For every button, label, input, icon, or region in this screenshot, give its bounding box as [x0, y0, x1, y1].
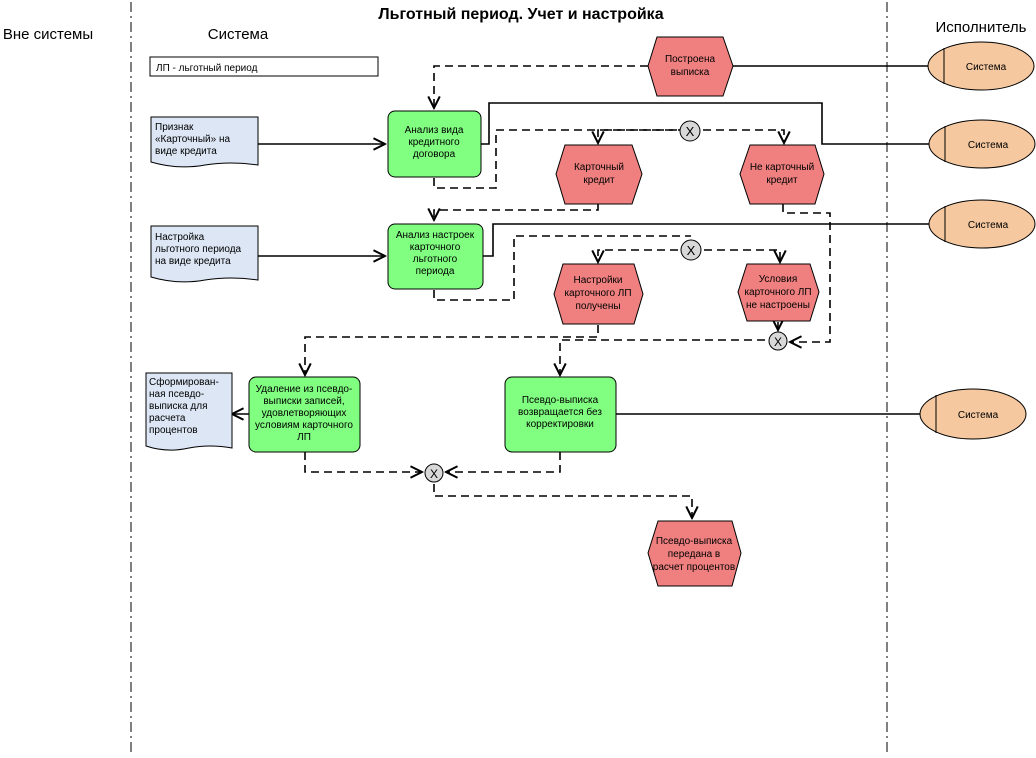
function-return-unchanged-line3: корректировки: [526, 419, 594, 430]
function-delete-records-line3: удовлетворяющих: [262, 408, 347, 419]
performer-4-label: Система: [958, 410, 999, 421]
xor-operator-3: X: [768, 331, 788, 351]
performer-4: Система: [919, 388, 1027, 440]
performer-1: Система: [927, 41, 1035, 91]
document-pseudo-formed-line2: ная псевдо-: [149, 389, 204, 400]
xor-operator-1-label: X: [686, 124, 695, 139]
event-statement-built-line2: выписка: [671, 67, 710, 78]
document-card-flag-line3: виде кредита: [155, 146, 217, 157]
event-passed-to-interest: Псевдо-выписка передана в расчет процент…: [647, 520, 742, 587]
function-delete-records: Удаление из псевдо- выписки записей, удо…: [248, 376, 361, 453]
function-return-unchanged-line1: Псевдо-выписка: [522, 395, 599, 406]
function-analyze-type: Анализ вида кредитного договора: [387, 110, 482, 178]
document-card-flag-line2: «Карточный» на: [155, 134, 230, 145]
document-pseudo-formed-line4: расчета: [149, 413, 186, 424]
lane-title-performer: Исполнитель: [936, 19, 1027, 36]
event-not-card-credit-line2: кредит: [766, 175, 798, 186]
function-delete-records-line2: выписки записей,: [263, 396, 344, 407]
function-analyze-settings: Анализ настроек карточного льготного пер…: [387, 223, 484, 290]
performer-2-label: Система: [968, 140, 1009, 151]
event-passed-to-interest-line1: Псевдо-выписка: [656, 536, 733, 547]
event-statement-built: Построена выписка: [647, 36, 734, 97]
document-pseudo-formed-line3: выписка для: [149, 401, 208, 412]
xor-operator-4: X: [424, 463, 444, 483]
function-analyze-type-line1: Анализ вида: [405, 125, 464, 136]
event-not-configured-line2: карточного ЛП: [744, 287, 811, 298]
event-not-configured: Условия карточного ЛП не настроены: [737, 263, 820, 322]
document-pseudo-formed-line1: Сформирован-: [149, 376, 219, 388]
event-card-credit-line2: кредит: [583, 175, 615, 186]
document-grace-setting-line3: на виде кредита: [155, 256, 231, 267]
function-delete-records-line4: условиям карточного: [255, 420, 353, 431]
function-delete-records-line1: Удаление из псевдо-: [256, 384, 353, 395]
function-analyze-settings-line3: льготного: [413, 254, 458, 265]
function-analyze-settings-line1: Анализ настроек: [396, 230, 475, 241]
xor-operator-2: X: [680, 239, 702, 261]
event-not-card-credit: Не карточный кредит: [739, 144, 825, 205]
function-return-unchanged-line2: возвращается без: [518, 406, 602, 418]
xor-operator-3-label: X: [774, 335, 782, 349]
event-settings-received-line3: получены: [575, 301, 620, 312]
event-not-configured-line1: Условия: [759, 274, 798, 285]
performer-1-label: Система: [966, 62, 1007, 73]
function-return-unchanged: Псевдо-выписка возвращается без корректи…: [504, 376, 617, 453]
event-card-credit: Карточный кредит: [555, 144, 643, 205]
legend-text: ЛП - льготный период: [156, 63, 258, 74]
lane-title-outside: Вне системы: [3, 26, 93, 43]
connectors: [232, 65, 929, 518]
event-statement-built-line1: Построена: [665, 54, 716, 65]
function-analyze-type-line2: кредитного: [408, 137, 460, 148]
document-grace-setting-line2: льготного периода: [155, 244, 242, 255]
diagram-title: Льготный период. Учет и настройка: [378, 6, 663, 23]
event-passed-to-interest-line2: передана в: [668, 549, 720, 560]
function-analyze-settings-line2: карточного: [410, 242, 461, 253]
event-settings-received: Настройки карточного ЛП получены: [553, 263, 644, 325]
event-settings-received-line2: карточного ЛП: [564, 288, 631, 299]
xor-operator-2-label: X: [687, 243, 696, 258]
document-grace-setting: Настройка льготного периода на виде кред…: [150, 225, 259, 283]
document-pseudo-formed: Сформирован- ная псевдо- выписка для рас…: [145, 372, 233, 451]
event-card-credit-line1: Карточный: [574, 162, 624, 173]
function-analyze-settings-line4: периода: [416, 266, 455, 277]
function-analyze-type-line3: договора: [413, 149, 456, 160]
document-card-flag: Признак «Карточный» на виде кредита: [150, 116, 259, 168]
function-delete-records-line5: ЛП: [297, 432, 311, 443]
xor-operator-4-label: X: [430, 467, 438, 481]
event-passed-to-interest-line3: расчет процентов: [653, 562, 735, 573]
document-pseudo-formed-line5: процентов: [149, 425, 198, 436]
document-grace-setting-line1: Настройка: [155, 232, 205, 243]
event-not-card-credit-line1: Не карточный: [750, 162, 814, 173]
performer-2: Система: [928, 119, 1036, 169]
legend-box: [149, 56, 379, 77]
performer-3-label: Система: [968, 220, 1009, 231]
event-settings-received-line1: Настройки: [573, 275, 622, 286]
performer-3: Система: [928, 199, 1036, 249]
xor-operator-1: X: [679, 120, 701, 142]
document-card-flag-line1: Признак: [155, 122, 194, 133]
lane-title-system: Система: [208, 26, 269, 43]
event-not-configured-line3: не настроены: [746, 300, 810, 311]
